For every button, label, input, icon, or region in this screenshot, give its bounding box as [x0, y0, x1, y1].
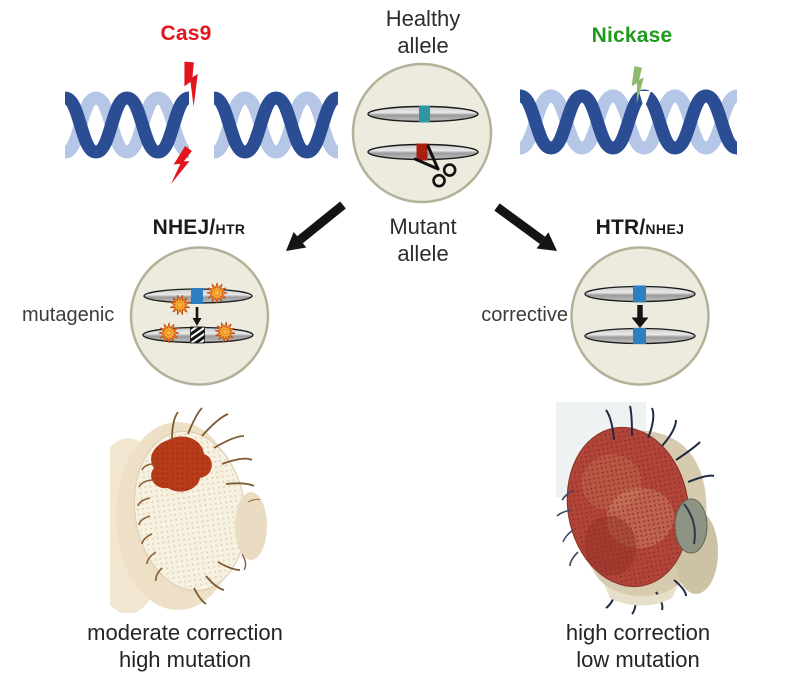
small-down-arrow-icon	[192, 307, 202, 326]
left-caption: moderate correction high mutation	[75, 619, 295, 673]
cell-htr-outcome	[570, 246, 710, 386]
eye-margin-bristles	[137, 463, 163, 582]
mutant-allele-label: Mutant allele	[363, 213, 483, 267]
head-underside	[604, 584, 678, 606]
cas9-label: Cas9	[160, 22, 212, 45]
healthy-allele-label: Healthy allele	[363, 5, 483, 59]
htr-nhej-label: HTR/NHEJ	[550, 216, 730, 240]
chromosome-mutated	[142, 326, 254, 344]
cell-membrane	[351, 62, 493, 204]
chromosome-healthy	[367, 105, 479, 123]
left-caption-line2: high mutation	[118, 647, 252, 672]
dna-double-strand-break	[62, 61, 341, 184]
left-caption-line1: moderate correction	[87, 620, 283, 645]
nhej-htr-label: NHEJ/HTR	[109, 216, 289, 240]
arrow-to-nhej-icon	[286, 201, 346, 251]
scissors-icon	[413, 144, 457, 188]
nhej-label-main: NHEJ/	[152, 216, 216, 239]
fly-antenna	[235, 492, 267, 571]
fly-eye-red-photo	[556, 402, 720, 617]
branch-arrows	[286, 201, 557, 251]
mutant-allele-line1: Mutant	[389, 214, 457, 239]
nhej-label-sub: HTR	[215, 221, 246, 237]
left-edge-bristles	[556, 489, 579, 567]
cell-membrane	[129, 246, 270, 386]
chromosome-template	[584, 285, 696, 303]
repair-band	[191, 288, 203, 304]
cell-healthy-mutant	[351, 62, 493, 204]
htr-label-sub: NHEJ	[645, 221, 685, 237]
healthy-band	[419, 105, 430, 123]
fly-eye-red	[566, 426, 690, 588]
cas9-lightning-bottom-icon	[170, 145, 192, 184]
nickase-lightning-icon	[631, 66, 644, 104]
chromosome-mutant	[367, 143, 479, 161]
dna-nicked-helix	[517, 66, 740, 155]
healthy-allele-line2: allele	[397, 33, 449, 58]
chromosome-cut	[143, 288, 253, 304]
mutant-allele-line2: allele	[397, 241, 449, 266]
arrow-to-htr-icon	[494, 203, 557, 251]
cas9-lightning-top-icon	[184, 61, 198, 107]
healthy-allele-line1: Healthy	[385, 6, 461, 31]
indel-band	[190, 326, 205, 344]
red-eye-patch	[151, 436, 212, 492]
dna-helix-right-segment	[211, 91, 341, 159]
htr-label-main: HTR/	[595, 216, 646, 239]
dna-nick-gap	[639, 91, 651, 109]
corrective-label: corrective	[481, 304, 568, 326]
mutagenic-label: mutagenic	[22, 304, 115, 326]
dna-helix-left-segment	[62, 91, 192, 159]
thick-down-arrow-icon	[631, 305, 649, 328]
right-caption-line2: low mutation	[576, 647, 700, 672]
right-caption-line1: high correction	[565, 620, 711, 645]
chromosome-corrected	[584, 327, 696, 345]
right-caption: high correction low mutation	[528, 619, 748, 673]
cell-nhej-outcome	[129, 246, 270, 386]
gray-patch	[674, 498, 708, 554]
mutant-band	[416, 143, 428, 161]
repair-band	[633, 328, 646, 344]
fly-eye-mosaic-photo	[110, 406, 270, 613]
nickase-label: Nickase	[591, 24, 673, 47]
repair-band	[633, 285, 646, 303]
dna-helix-intact	[517, 89, 740, 155]
head-bristles	[171, 407, 255, 605]
